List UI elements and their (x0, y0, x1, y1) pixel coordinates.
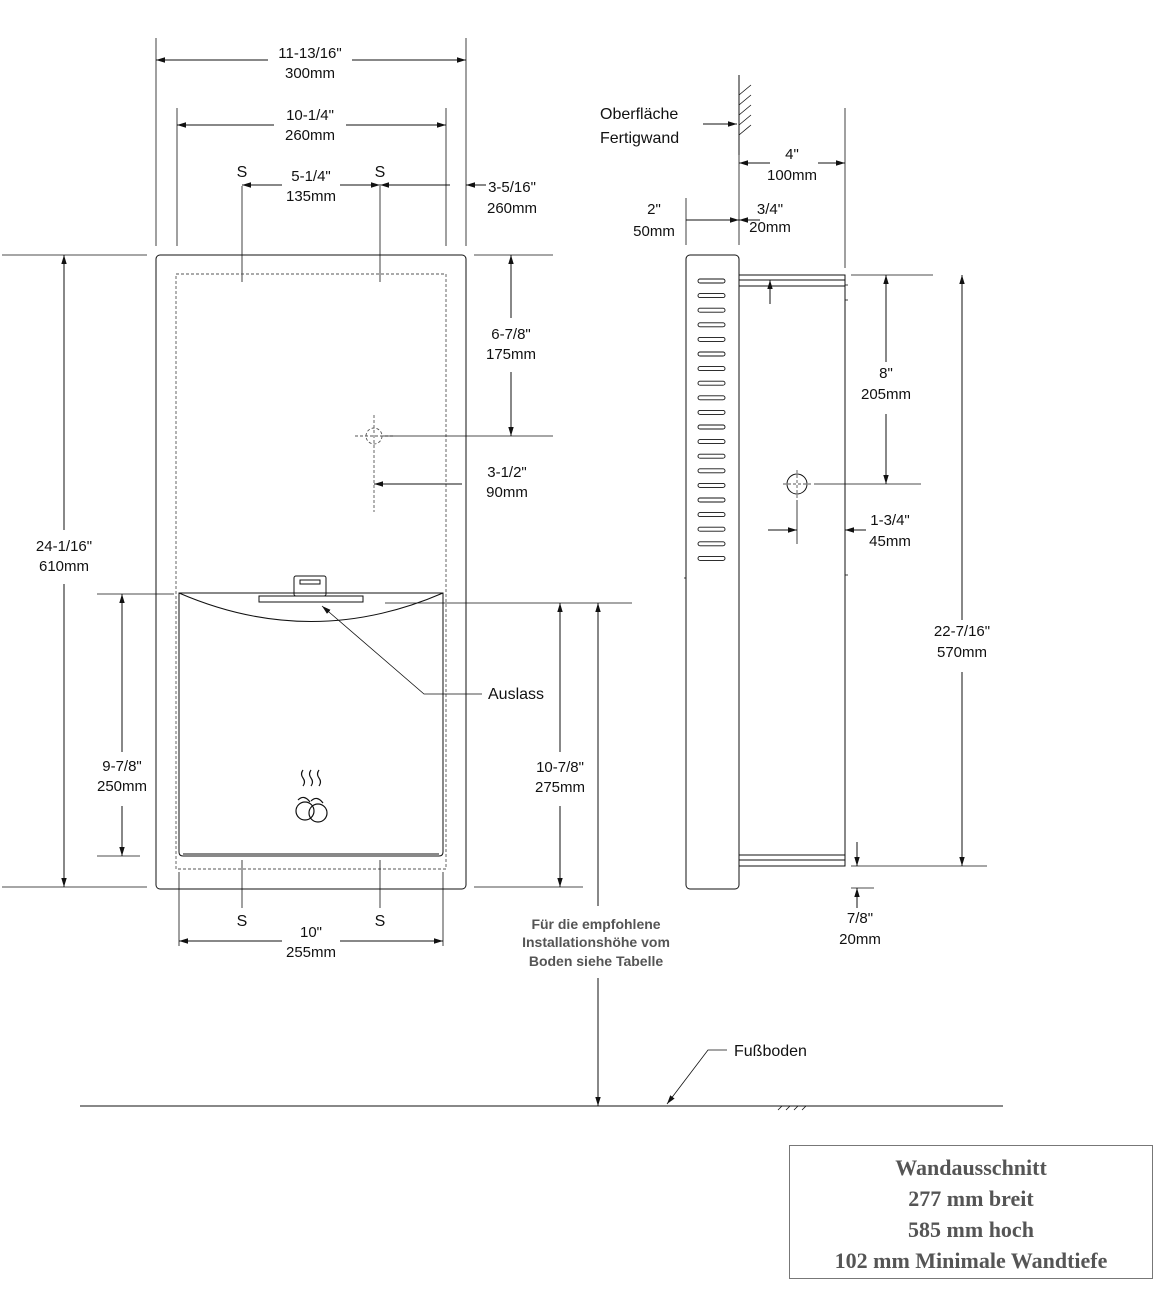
side-recessed-box (738, 274, 846, 867)
dim-bottom-flange-in: 7/8" (847, 910, 873, 927)
cutout-height: 585 mm hoch (908, 1217, 1034, 1242)
lower-housing (178, 592, 444, 857)
vent-slot (697, 424, 726, 430)
vent-slot (697, 468, 726, 474)
vent-slot (697, 453, 726, 459)
dim-center-offset-in: 3-1/2" (487, 464, 527, 481)
dim-depth-in: 4" (785, 146, 799, 163)
cutout-info-box: Wandausschnitt 277 mm breit 585 mm hoch … (789, 1145, 1153, 1279)
dim-front-protrusion-in: 2" (647, 201, 661, 218)
vent-slot (697, 293, 726, 299)
dim-front-protrusion-mm: 50mm (633, 223, 675, 240)
dim-depth-mm: 100mm (767, 167, 817, 184)
dim-lower-height-mm: 250mm (97, 778, 147, 795)
sensor-housing (293, 575, 327, 597)
dim-bottom-width-in: 10" (300, 924, 322, 941)
vent-slot (697, 366, 726, 372)
vent-slot (697, 439, 726, 445)
side-view: Oberfläche Fertigwand 4" 100mm 2" 50mm 3… (600, 75, 990, 948)
outlet-label: Auslass (488, 686, 544, 703)
dim-bottom-width-mm: 255mm (286, 944, 336, 961)
dim-stud-spacing-in: 5-1/4" (291, 168, 331, 185)
vent-slot (697, 409, 726, 415)
vent-slot (697, 278, 726, 284)
install-note: Für die empfohlene Installationshöhe vom… (522, 916, 670, 969)
wall-label-line-1: Oberfläche (600, 106, 678, 123)
dryer-outer-frame (155, 254, 467, 890)
cutout-depth: 102 mm Minimale Wandtiefe (834, 1248, 1108, 1273)
side-front-cover (685, 254, 740, 890)
stud-marker-top-right: S (375, 164, 386, 181)
floor-label: Fußboden (734, 1043, 807, 1060)
dim-lower-height-in: 9-7/8" (102, 758, 142, 775)
dim-top-to-hole-in: 8" (879, 365, 893, 382)
dim-overall-height-in: 24-1/16" (36, 538, 92, 555)
dim-flange-in: 3/4" (757, 201, 783, 218)
dim-outlet-height-in: 10-7/8" (536, 759, 584, 776)
cutout-title: Wandausschnitt (895, 1155, 1047, 1180)
front-view: 11-13/16" 300mm 10-1/4" 260mm S S 5-1/4"… (2, 38, 632, 1106)
vent-slot (697, 307, 726, 313)
side-wiring-hole (786, 473, 808, 495)
vent-slot (697, 526, 726, 532)
floor: Fußboden (80, 1043, 1003, 1111)
vent-slot (697, 322, 726, 328)
outlet-lip (178, 592, 444, 622)
vent-slot (697, 395, 726, 401)
vent-slot (697, 497, 726, 503)
stud-marker-bottom-left: S (237, 913, 248, 930)
dim-overall-height-mm: 610mm (39, 558, 89, 575)
dim-overall-width-in: 11-13/16" (278, 45, 341, 62)
dim-bottom-flange-mm: 20mm (839, 931, 881, 948)
vent-slots (697, 278, 726, 561)
install-note-line-1: Für die empfohlene (531, 916, 660, 932)
vent-slot (697, 555, 726, 561)
dim-inner-width-mm: 260mm (285, 127, 335, 144)
stud-marker-top-left: S (237, 164, 248, 181)
dim-right-offset-in: 3-5/16" (488, 179, 536, 196)
vent-slot (697, 512, 726, 518)
install-note-line-3: Boden siehe Tabelle (529, 953, 664, 969)
install-note-line-2: Installationshöhe vom (522, 934, 670, 950)
dim-flange-mm: 20mm (749, 219, 791, 236)
dim-outlet-height-mm: 275mm (535, 779, 585, 796)
vent-slot (697, 380, 726, 386)
dim-box-height-mm: 570mm (937, 644, 987, 661)
wall-cutout-outline (175, 273, 447, 870)
vent-slot (697, 541, 726, 547)
hand-dryer-icon (295, 769, 328, 823)
dim-overall-width-mm: 300mm (285, 65, 335, 82)
stud-marker-bottom-right: S (375, 913, 386, 930)
wall-label-line-2: Fertigwand (600, 130, 679, 147)
dim-top-to-center-mm: 175mm (486, 346, 536, 363)
dim-inner-width-in: 10-1/4" (286, 107, 334, 124)
vent-slot (697, 336, 726, 342)
dim-top-to-center-in: 6-7/8" (491, 326, 531, 343)
dim-box-height-in: 22-7/16" (934, 623, 990, 640)
dim-hole-offset-mm: 45mm (869, 533, 911, 550)
center-mark (355, 415, 395, 512)
dim-center-offset-mm: 90mm (486, 484, 528, 501)
dim-stud-spacing-mm: 135mm (286, 188, 336, 205)
dim-top-to-hole-mm: 205mm (861, 386, 911, 403)
vent-slot (697, 351, 726, 357)
dim-hole-offset-in: 1-3/4" (870, 512, 910, 529)
cutout-width: 277 mm breit (908, 1186, 1034, 1211)
dim-right-offset-mm: 260mm (487, 200, 537, 217)
vent-slot (697, 482, 726, 488)
